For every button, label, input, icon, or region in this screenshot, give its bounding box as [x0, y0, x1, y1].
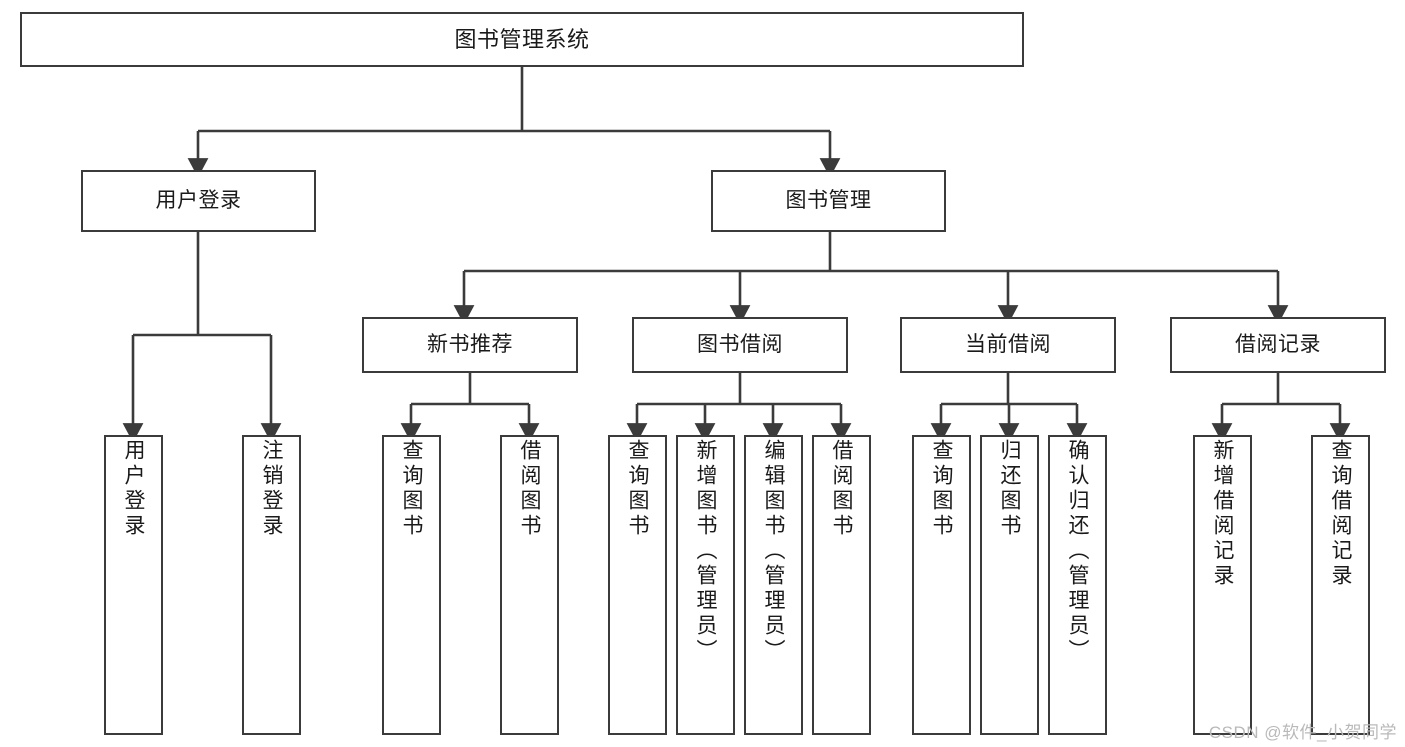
node-label: 新增借阅记录 [1211, 439, 1234, 589]
node-label: 查询图书 [626, 439, 649, 539]
node-label: 图书管理 [785, 188, 872, 212]
node-label: 用户登录 [122, 439, 145, 539]
node-new-book-recommend[interactable]: 新书推荐 [362, 317, 578, 373]
leaf-book-borrow-edit-book-admin[interactable]: 编辑图书（管理员） [744, 435, 803, 735]
watermark: CSDN @软件_小贺同学 [1208, 723, 1397, 742]
node-label: 当前借阅 [965, 332, 1051, 356]
node-label: 查询借阅记录 [1329, 439, 1352, 589]
node-label: 借阅图书 [830, 439, 853, 539]
leaf-user-login-login[interactable]: 用户登录 [104, 435, 163, 735]
leaf-new-book-query-book[interactable]: 查询图书 [382, 435, 441, 735]
node-label: 新增图书（管理员） [694, 439, 717, 664]
node-book-borrow[interactable]: 图书借阅 [632, 317, 848, 373]
node-label: 编辑图书（管理员） [762, 439, 785, 664]
leaf-user-login-logout[interactable]: 注销登录 [242, 435, 301, 735]
node-label: 查询图书 [930, 439, 953, 539]
node-label: 确认归还（管理员） [1066, 439, 1089, 664]
node-label: 借阅记录 [1235, 332, 1321, 356]
node-label: 归还图书 [998, 439, 1021, 539]
node-current-borrow[interactable]: 当前借阅 [900, 317, 1116, 373]
node-label: 图书管理系统 [454, 26, 590, 52]
node-label: 用户登录 [155, 188, 242, 212]
node-label: 查询图书 [400, 439, 423, 539]
node-label: 新书推荐 [427, 332, 513, 356]
node-root-book-management-system[interactable]: 图书管理系统 [20, 12, 1024, 67]
leaf-book-borrow-borrow-book[interactable]: 借阅图书 [812, 435, 871, 735]
leaf-current-borrow-query-book[interactable]: 查询图书 [912, 435, 971, 735]
leaf-borrow-record-add-record[interactable]: 新增借阅记录 [1193, 435, 1252, 735]
leaf-borrow-record-query-record[interactable]: 查询借阅记录 [1311, 435, 1370, 735]
node-label: 图书借阅 [697, 332, 783, 356]
leaf-book-borrow-query-book[interactable]: 查询图书 [608, 435, 667, 735]
node-book-management[interactable]: 图书管理 [711, 170, 946, 232]
node-user-login[interactable]: 用户登录 [81, 170, 316, 232]
node-borrow-record[interactable]: 借阅记录 [1170, 317, 1386, 373]
node-label: 注销登录 [260, 439, 283, 539]
leaf-book-borrow-add-book-admin[interactable]: 新增图书（管理员） [676, 435, 735, 735]
node-label: 借阅图书 [518, 439, 541, 539]
leaf-current-borrow-return-book[interactable]: 归还图书 [980, 435, 1039, 735]
leaf-current-borrow-confirm-return-admin[interactable]: 确认归还（管理员） [1048, 435, 1107, 735]
leaf-new-book-borrow-book[interactable]: 借阅图书 [500, 435, 559, 735]
